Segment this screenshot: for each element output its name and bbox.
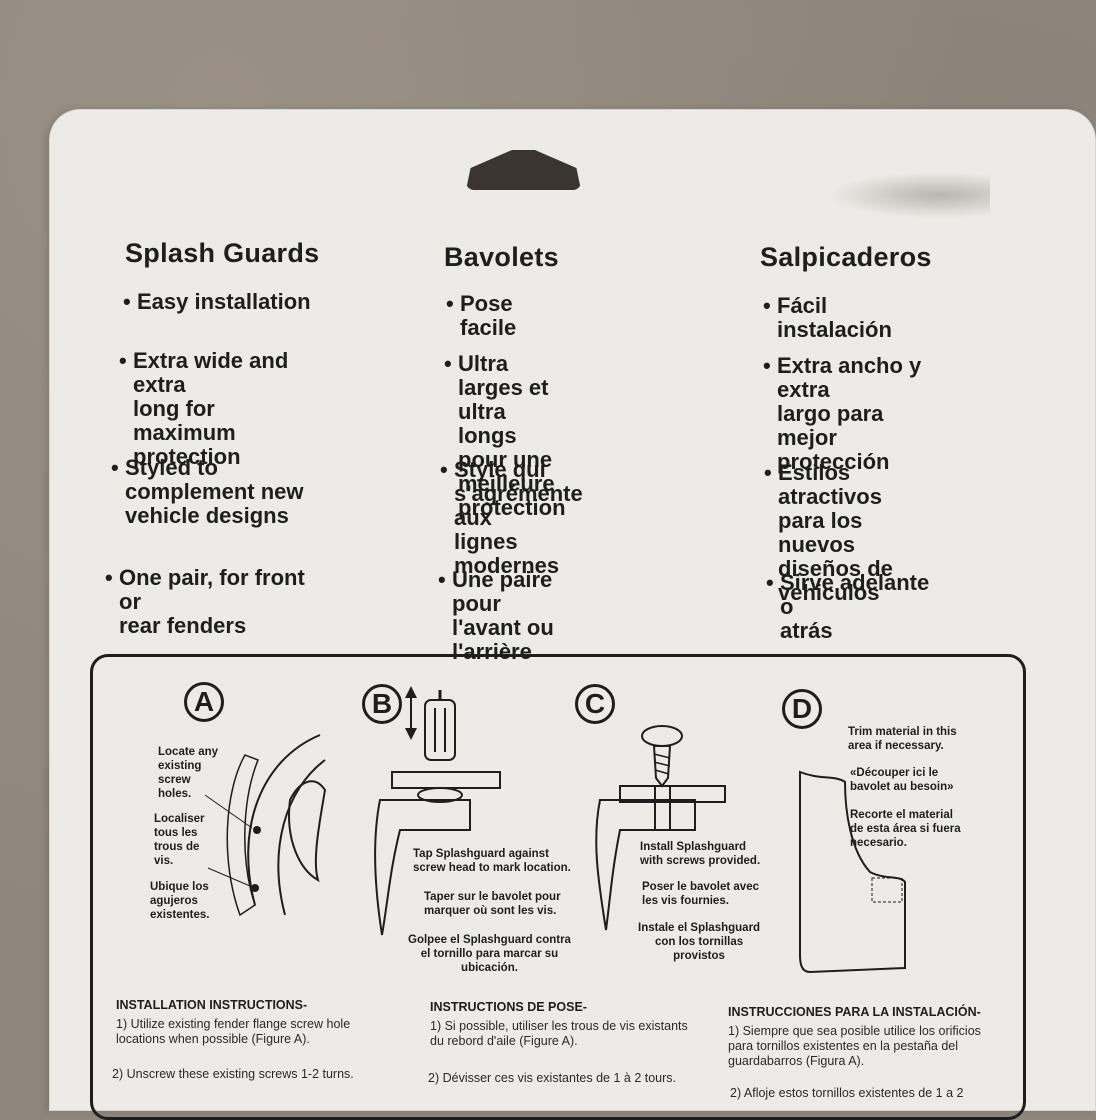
bullet-item: Sirve adelante o atrás (766, 571, 932, 643)
column-title: Splash Guards (125, 238, 320, 268)
figure-c-es-text: Instale el Splashguard con los tornillas… (638, 922, 761, 962)
screwdriver-tap-diagram-icon (374, 686, 501, 936)
bullet-item: One pair, for front or rear fenders (105, 566, 319, 638)
instruction-step: 2) Unscrew these existing screws 1-2 tur… (112, 1067, 354, 1081)
figure-c-en-text: Install Splashguard with screws provided… (640, 841, 761, 867)
figure-b-label: B (362, 684, 402, 724)
instructions-header-en: INSTALLATION INSTRUCTIONS- (116, 998, 308, 1012)
bullet-item: Styled to complement new vehicle designs (111, 456, 304, 528)
instructions-header-es: INSTRUCCIONES PARA LA INSTALACIÓN- (728, 1005, 981, 1019)
figure-a-label: A (184, 682, 224, 722)
instruction-step: 2) Dévisser ces vis existantes de 1 à 2 … (428, 1071, 677, 1085)
bullet-item: Extra wide and extra long for maximum pr… (119, 349, 319, 469)
figure-d-fr-text: «Découper ici le bavolet au besoin» (850, 767, 954, 793)
bullet-item: Easy installation (123, 290, 311, 315)
column-title: Salpicaderos (760, 242, 932, 272)
instruction-step: 2) Afloje estos tornillos existentes de … (730, 1086, 964, 1100)
figure-b-en-text: Tap Splashguard against screw head to ma… (413, 848, 571, 874)
column-title: Bavolets (444, 242, 559, 272)
column-english: Splash Guards Easy installation Extra wi… (105, 238, 320, 638)
figure-a-localiser-text: Localiser tous les trous de vis. (154, 813, 205, 867)
figure-c-fr-text: Poser le bavolet avec les vis fournies. (642, 881, 759, 907)
figure-d-label: D (782, 689, 822, 729)
figure-b-es-text: Golpee el Splashguard contra el tornillo… (408, 934, 571, 974)
bullet-item: Fácil instalación (763, 294, 932, 342)
bullet-item: Une paire pour l'avant ou l'arrière (438, 568, 559, 664)
figure-d-es-text: Recorte el material de esta área si fuer… (850, 809, 961, 849)
figure-a-ubique-text: Ubique los agujeros existentes. (150, 881, 210, 921)
instruction-step: 1) Siempre que sea posible utilice los o… (728, 1024, 981, 1068)
splashguard-trim-diagram-icon (799, 770, 906, 974)
figure-b-fr-text: Taper sur le bavolet pour marquer où son… (424, 891, 561, 917)
instructions-header-fr: INSTRUCTIONS DE POSE- (430, 1000, 587, 1014)
instruction-step: 1) Si possible, utiliser les trous de vi… (430, 1019, 688, 1048)
bullet-item: Style qui s'agrémente aux lignes moderne… (440, 458, 583, 578)
bullet-item: Pose facile (446, 292, 559, 340)
dirt-smudge (820, 170, 990, 220)
column-spanish: Salpicaderos Fácil instalación Extra anc… (760, 242, 932, 643)
column-french: Bavolets Pose facile Ultra larges et ult… (438, 242, 583, 664)
figure-d-en-text: Trim material in this area if necessary. (848, 726, 957, 752)
instruction-step: 1) Utilize existing fender flange screw … (116, 1017, 351, 1046)
figure-c-label: C (575, 684, 615, 724)
figure-a-locate-text: Locate any existing screw holes. (158, 746, 219, 800)
screw-install-diagram-icon (595, 725, 726, 931)
fender-diagram-icon (204, 734, 327, 917)
